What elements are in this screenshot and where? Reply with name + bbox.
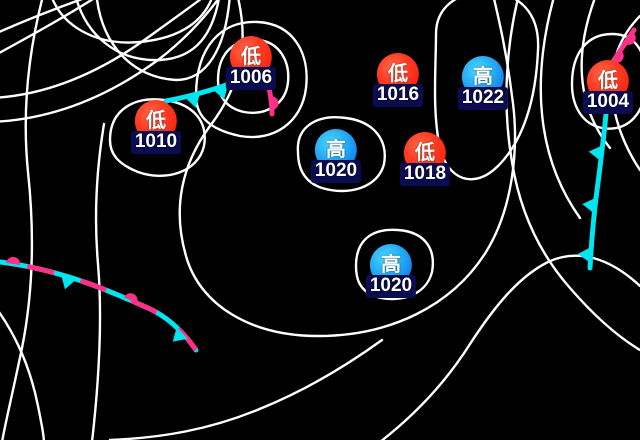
cold-front-barb [588, 145, 603, 162]
isobar-contour [570, 32, 640, 130]
isobar-contour [0, 311, 46, 440]
pressure-value-label: 1018 [399, 163, 451, 186]
isobar-contour [296, 116, 386, 193]
cold-front-barb [172, 327, 188, 342]
isobar-contour [194, 20, 308, 139]
isobar-contour [580, 0, 612, 150]
cold-front-line [587, 101, 610, 271]
cold-front-barb [582, 197, 597, 214]
isobar-contour [108, 338, 384, 440]
pressure-value-label: 1010 [130, 131, 182, 154]
isobar-contour [0, 0, 83, 33]
occluded-front [0, 256, 199, 353]
pressure-value-label: 1006 [225, 67, 277, 90]
pressure-value-label: 1020 [365, 275, 417, 298]
cold-front-barb [61, 274, 77, 290]
pressure-value-label: 1004 [582, 91, 634, 114]
occluded-front-overlay [0, 259, 199, 352]
cold-front-barb [184, 93, 201, 108]
isobar-contour [1, 0, 44, 440]
pressure-value-label: 1022 [457, 87, 509, 110]
warm-front-bump [124, 293, 138, 304]
warm-front-bump [6, 256, 20, 265]
isobar-contour [0, 0, 219, 123]
isobar-contour [0, 0, 202, 99]
warm-front-bump [270, 96, 279, 111]
cold-front-barb [577, 246, 592, 263]
isobar-contour [95, 0, 231, 82]
isobar-contour [0, 0, 94, 54]
isobar-contour [178, 0, 517, 338]
pressure-value-label: 1016 [372, 84, 424, 107]
warm-front-bump [612, 50, 624, 63]
isobar-contour [91, 122, 106, 440]
isobar-contour [505, 0, 640, 352]
isobar-contour [539, 0, 582, 220]
isobar-contour [433, 0, 540, 181]
warm-front-bump [624, 32, 636, 45]
cold-front [577, 101, 610, 271]
occluded-front-line [0, 259, 199, 353]
cold-front-barb [212, 84, 228, 100]
pressure-value-label: 1020 [310, 160, 362, 183]
isobar-contour [108, 98, 206, 177]
